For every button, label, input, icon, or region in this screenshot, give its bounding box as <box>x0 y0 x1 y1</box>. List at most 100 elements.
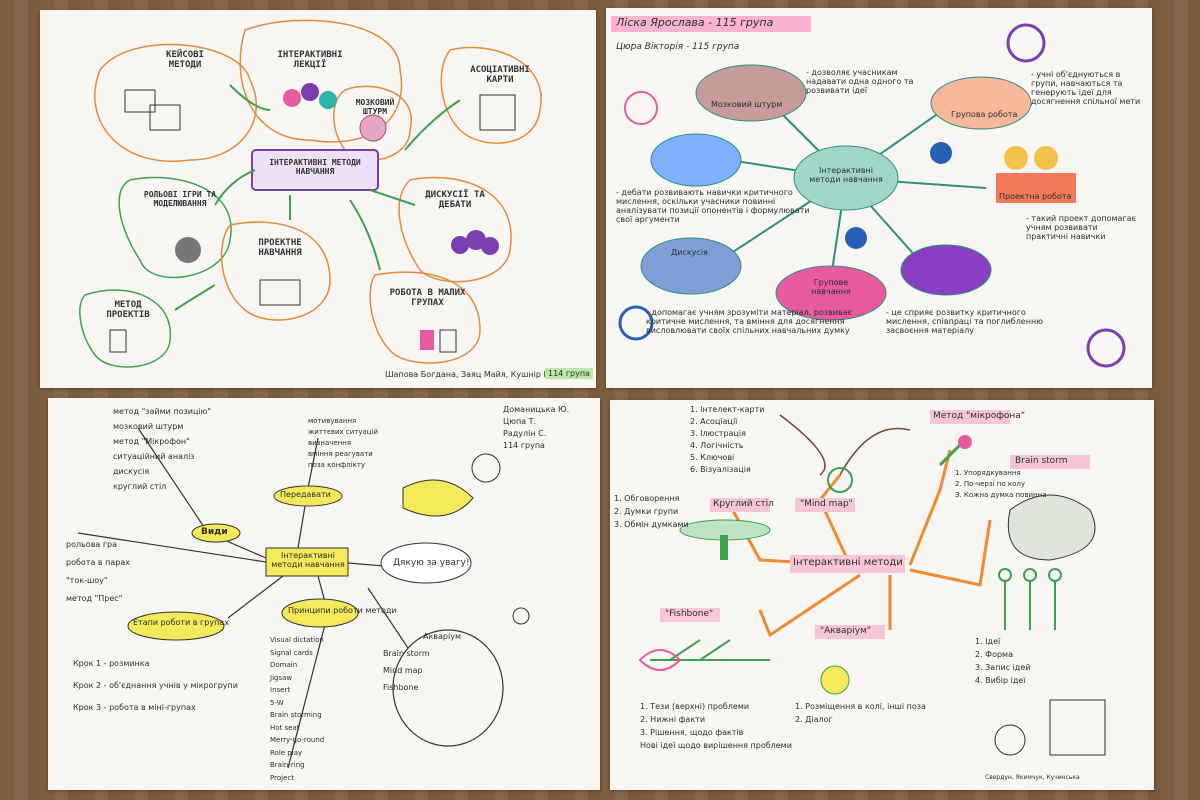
list-item: Акваріум <box>423 632 461 641</box>
list-item: 3. Кожна думка повинна <box>955 491 1047 499</box>
list-item: 6. Візуалізація <box>690 465 751 474</box>
list-item: поза конфлікту <box>308 461 366 469</box>
list-item: мотивування <box>308 417 357 425</box>
list-item: рольова гра <box>66 540 118 549</box>
head-aqua: "Акваріум" <box>820 626 872 636</box>
list-item: 2. По-черзі по колу <box>955 480 1025 488</box>
list-item: Insert <box>270 686 291 694</box>
list-item: Mind map <box>383 666 423 675</box>
author-1: Доманицька Ю. <box>503 405 570 414</box>
group-badge: 114 група <box>545 368 593 379</box>
center-title: Інтерактивні методи навчання <box>809 166 883 184</box>
head-principles: Принципи роботи методи <box>288 606 397 615</box>
stages-list: Крок 1 - розминка Крок 2 - об'єднання уч… <box>73 653 238 719</box>
authors: Доманицька Ю. Цюпа Т. Радулін С. 114 гру… <box>503 404 569 452</box>
list-item: дискусія <box>113 467 150 476</box>
note-brainstorm: - дозволяє учасникам надавати одна одног… <box>806 68 914 95</box>
node-lectures: ІНТЕРАКТИВНІ ЛЕКЦІЇ <box>277 50 343 70</box>
node-brainstorm: Мозковий штурм <box>711 100 783 109</box>
list-item: вміння реагувати <box>308 450 373 458</box>
list-item: Hot seat <box>270 723 300 732</box>
brain-list: 1. Ідеї 2. Форма 3. Запис ідей 4. Вибір … <box>975 635 1030 687</box>
head-brain: Brain storm <box>1015 456 1068 466</box>
list-item: 1. Ідеї <box>975 637 1001 646</box>
head-pass: Передавати <box>280 490 331 499</box>
sheet-mindmap-4: Інтерактивні методи Метод "мікрофона" Br… <box>610 400 1154 790</box>
list-item: 5. Ключові <box>690 453 735 462</box>
list-item: Brain-ring <box>270 761 305 769</box>
pass-list: мотивування життєвих ситуацій визначення… <box>308 416 378 471</box>
list-item: круглий стіл <box>113 482 167 491</box>
list-item: 1. Обговорення <box>614 494 680 503</box>
head-types: Види <box>201 527 228 537</box>
list-item: метод "займи позицію" <box>113 407 212 416</box>
aqua-list: 1. Розміщення в колі, інші поза 2. Діало… <box>795 700 926 726</box>
node-teamwork: Групова робота <box>951 110 1018 119</box>
sheet3-drawings <box>77 427 530 769</box>
list-item: 4. Логічність <box>690 441 744 450</box>
list-item: 2. Діалог <box>795 715 833 724</box>
sheet4-drawings <box>638 410 1106 756</box>
list-item: Крок 1 - розминка <box>73 659 150 668</box>
node-assoc: АСОЦІАТИВНІ КАРТИ <box>470 65 530 85</box>
list-item: Fishbone <box>383 683 419 692</box>
head-fish: "Fishbone" <box>665 609 714 619</box>
note-debate: - дебати розвивають навички критичного м… <box>616 188 810 224</box>
list-item: "ток-шоу" <box>66 576 108 585</box>
list-item: Visual dictation <box>270 636 324 644</box>
list-item: 1. Розміщення в колі, інші поза <box>795 702 926 711</box>
list-item: Brain storming <box>270 711 322 719</box>
list-item: метод "Мікрофон" <box>113 437 190 446</box>
head-round: Круглий стіл <box>713 499 774 509</box>
node-project: Проектна робота <box>999 192 1072 201</box>
author-2: Цюпа Т. <box>503 417 537 426</box>
list-item: 3. Запис ідей <box>975 663 1031 672</box>
signature: Свердун, Якимчук, Кучинська <box>985 774 1080 781</box>
list-item: 2. Думки групи <box>614 507 679 516</box>
list-item: 3. Ілюстрація <box>690 429 746 438</box>
node-group: Групове навчання <box>811 278 851 296</box>
head-micro: Метод "мікрофона" <box>933 411 1025 421</box>
list-item: Domain <box>270 661 298 669</box>
node-brainstorm: МОЗКОВИЙ ШТУРМ <box>355 98 395 116</box>
list-item: Jigsaw <box>270 673 293 682</box>
left-list: рольова гра робота в парах "ток-шоу" мет… <box>66 536 130 608</box>
head-stages: Етапи роботи в групах <box>133 618 229 627</box>
author-group: 114 група <box>503 441 545 450</box>
list-item: Крок 3 - робота в міні-групах <box>73 703 196 712</box>
sheet-mindmap-2: Ліска Ярослава - 115 група Цюра Вікторія… <box>606 8 1152 388</box>
author-3: Радулін С. <box>503 429 547 438</box>
sheet-mindmap-3: Інтерактивні методи навчання Доманицька … <box>48 398 600 790</box>
list-item: мозковий штурм <box>113 422 184 431</box>
list-item: визначення <box>308 439 352 447</box>
head-mind: "Mind map" <box>800 499 853 509</box>
sheet2-drawings <box>611 16 1126 368</box>
list-item: 4. Вибір ідеї <box>975 676 1026 685</box>
sheet1-drawings <box>79 19 542 368</box>
author-1: Ліска Ярослава - 115 група <box>616 16 774 29</box>
note-teamwork: - учні об'єднуються в групи, навчаються … <box>1031 70 1141 106</box>
list-item: Signal cards <box>270 648 313 657</box>
list-item: 2. Асоціації <box>690 417 738 426</box>
mind-list: 1. Інтелект-карти 2. Асоціації 3. Ілюстр… <box>690 404 764 476</box>
list-item: 1. Інтелект-карти <box>690 405 765 414</box>
node-cases: КЕЙСОВІ МЕТОДИ <box>166 50 204 70</box>
list-item: 3. Обмін думками <box>614 520 689 529</box>
list-item: 3. Рішення, щодо фактів <box>640 728 744 737</box>
node-projects-method: МЕТОД ПРОЕКТІВ <box>106 300 150 320</box>
signature: Шапова Богдана, Заяц Майя, Кушнір Богдан… <box>385 370 579 379</box>
list-item: метод "Прес" <box>66 594 123 603</box>
node-discussion: Дискусія <box>671 248 708 257</box>
principles-list: Visual dictation Signal cards Domain Jig… <box>270 634 324 784</box>
list-item: Merry-go-round <box>270 736 325 744</box>
center-title: ІНТЕРАКТИВНІ МЕТОДИ НАВЧАННЯ <box>269 158 361 176</box>
node-groups: РОБОТА В МАЛИХ ГРУПАХ <box>389 288 466 308</box>
list-item: життєвих ситуацій <box>308 428 379 436</box>
node-project: ПРОЕКТНЕ НАВЧАННЯ <box>258 238 302 258</box>
micro-list: 1. Упорядкування 2. По-черзі по колу 3. … <box>955 468 1047 501</box>
fish-list: 1. Тези (верхні) проблеми 2. Нижні факти… <box>640 700 792 752</box>
round-list: 1. Обговорення 2. Думки групи 3. Обмін д… <box>614 492 689 531</box>
author-2: Цюра Вікторія - 115 група <box>616 42 740 52</box>
list-item: ситуаційний аналіз <box>113 452 195 461</box>
note-discussion: - допомагає учням зрозуміти матеріал, ро… <box>646 308 852 335</box>
